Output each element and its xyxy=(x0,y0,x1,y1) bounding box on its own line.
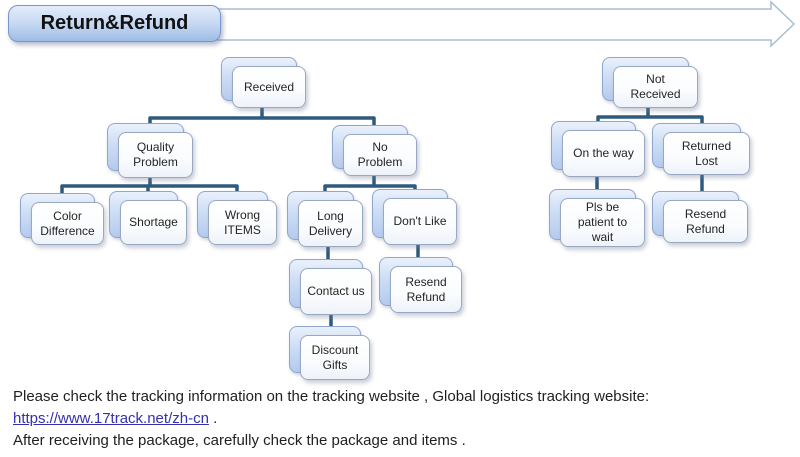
footer-line-2: https://www.17track.net/zh-cn . xyxy=(13,408,795,430)
node-label: Don't Like xyxy=(393,214,447,228)
node-not-received: Not Received xyxy=(602,57,698,108)
tracking-link[interactable]: https://www.17track.net/zh-cn xyxy=(13,410,209,427)
node-label: Contact us xyxy=(307,284,365,298)
page-title: Return&Refund xyxy=(8,5,221,42)
node-resend-refund-mid: Resend Refund xyxy=(379,257,462,313)
banner-arrow-icon xyxy=(214,0,796,48)
footer-note: Please check the tracking information on… xyxy=(13,386,795,452)
node-pls-be-patient: Pls be patient to wait xyxy=(549,189,645,247)
node-label: On the way xyxy=(573,146,634,160)
node-label: Resend Refund xyxy=(684,206,727,236)
node-label: Long Delivery xyxy=(308,208,353,238)
node-label: Pls be patient to wait xyxy=(577,200,628,244)
node-quality-problem: Quality Problem xyxy=(107,123,193,178)
node-label: No Problem xyxy=(357,140,403,169)
node-label: Discount Gifts xyxy=(311,342,359,372)
node-label: Not Received xyxy=(630,72,681,101)
node-label: Shortage xyxy=(129,215,178,229)
node-label: Wrong ITEMS xyxy=(224,207,261,237)
node-label: Quality Problem xyxy=(133,140,178,169)
node-label: Returned Lost xyxy=(681,138,732,168)
node-on-the-way: On the way xyxy=(551,121,645,177)
node-dont-like: Don't Like xyxy=(372,189,457,245)
node-resend-refund-right: Resend Refund xyxy=(652,191,748,243)
footer-line-3: After receiving the package, carefully c… xyxy=(13,432,466,449)
node-wrong-items: Wrong ITEMS xyxy=(197,191,277,245)
node-no-problem: No Problem xyxy=(332,125,417,176)
footer-link-suffix: . xyxy=(208,410,218,427)
page-title-label: Return&Refund xyxy=(40,12,189,34)
node-received: Received xyxy=(221,57,306,108)
node-contact-us: Contact us xyxy=(289,259,372,315)
node-color-difference: Color Difference xyxy=(20,193,104,245)
node-label: Resend Refund xyxy=(405,274,447,304)
node-long-delivery: Long Delivery xyxy=(287,191,363,247)
node-shortage: Shortage xyxy=(109,191,187,245)
node-discount-gifts: Discount Gifts xyxy=(289,326,370,380)
node-returned-lost: Returned Lost xyxy=(652,123,750,175)
node-label: Received xyxy=(243,79,295,94)
node-label: Color Difference xyxy=(40,208,95,238)
footer-line-1: Please check the tracking information on… xyxy=(13,388,650,405)
